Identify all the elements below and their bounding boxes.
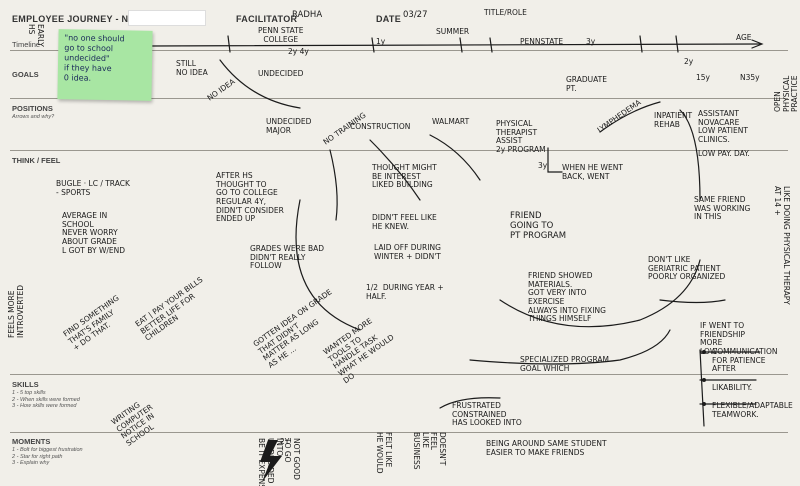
timeline-pennstate: PENNSTATE [520,37,564,46]
moment-felt-like: FELT LIKE HE WOULD [375,432,393,474]
goal-15y: 15y [696,73,710,82]
position-arrow-7 [679,109,701,201]
row-label-goals: GOALS [12,70,39,79]
position-arrow-3 [369,139,421,201]
moment-2y: 2Y [280,437,290,446]
position-pt-assist: PHYSICAL THERAPIST ASSIST 2y PROGRAM [496,119,546,154]
position-arrow-4 [429,134,481,181]
skill-flexible: FLEXIBLE/ADAPTABLE TEAMWORK. [712,401,793,419]
goal-open-physical: OPEN PHYSICAL PRACTICE [773,75,800,112]
position-walmart: WALMART [432,117,470,126]
row-label-timeline: Timeline [12,40,41,49]
position-inpatient: INPATIENT REHAB [654,111,693,129]
goal-2y: 2y [684,57,694,66]
skill-likability: LIKABILITY. [712,383,753,392]
positions-divider [10,150,788,151]
think-feels-more: FEELS MORE INTROVERTED [7,284,25,338]
timeline-age: AGE [736,33,752,42]
think-specialized: SPECIALIZED PROGRAM GOAL WHICH [520,355,609,373]
position-arrow-2 [329,149,338,221]
moment-bolt-icon [260,440,282,482]
think-if-went: IF WENT TO FRIENDSHIP MORE LOW [700,321,745,356]
think-grades: GRADES WERE BAD DIDN'T REALLY FOLLOW [250,244,325,271]
position-arrow-1 [219,59,301,109]
timeline-penn-state-college: PENN STATE COLLEGE [258,26,304,44]
name-redaction [128,10,206,26]
think-during-year: 1/2 DURING YEAR + HALF. [366,283,444,301]
skill-communication: COMMUNICATION FOR PATIENCE AFTER [712,347,778,374]
header-title: EMPLOYEE JOURNEY - NAME [12,14,150,24]
think-laid-off: LAID OFF DURING WINTER + DIDN'T [374,243,441,261]
position-undecided-major: UNDECIDED MAJOR [266,117,312,135]
think-friend: FRIEND GOING TO PT PROGRAM [510,211,567,241]
goal-graduate-pt: GRADUATE PT. [566,75,607,93]
position-arrow-6 [599,101,661,133]
think-when-he-went: WHEN HE WENT BACK, WENT [562,163,623,181]
sticky-note-text: "no one should go to school undecided" i… [63,33,125,83]
timeline-1y: 1y [376,37,386,46]
row-sub-moments: 1 - Bolt for biggest frustration 2 - Sta… [12,447,83,467]
position-arrow-5 [547,147,563,173]
sticky-note: "no one should go to school undecided" i… [57,29,153,101]
think-like-doing: LIKE DOING PHYSICAL THERAPY AT 14 + [773,186,791,305]
goal-still-no-idea: STILL NO IDEA [176,59,208,77]
think-same-friend: SAME FRIEND WAS WORKING IN THIS [694,195,751,222]
position-assistant: ASSISTANT NOVACARE LOW PATIENT CLINICS. [698,109,748,144]
timeline-early-hs: EARLY HS [27,24,45,47]
row-label-think: THINK / FEEL [12,156,61,165]
timeline-3y: 3y [586,37,596,46]
row-sub-skills: 1 - 5 top skills 2 - When skills were fo… [12,390,80,410]
moment-being-around: BEING AROUND SAME STUDENT EASIER TO MAKE… [486,439,607,457]
position-low-pay: LOW PAY. DAY. [698,149,750,158]
skills-divider [10,432,788,433]
curve-arrow-2 [469,329,671,365]
skills-line [699,349,705,427]
facilitator-label: FACILITATOR [236,14,298,24]
row-label-positions: POSITIONS [12,104,53,113]
row-label-skills: SKILLS [12,380,39,389]
think-divider [10,374,788,375]
moment-not-good: NOT GOOD TO GO INTO UNDECIDED BE IT EXPE… [257,438,302,486]
skills-curve [439,397,501,409]
position-3y: 3y [538,161,548,170]
timeline-arrow-line [149,43,761,47]
date-label: DATE [376,14,402,24]
timeline-2y-4y: 2y 4y [288,47,309,56]
think-friend-showed: FRIEND SHOWED MATERIALS. GOT VERY INTO E… [528,271,606,324]
timeline-summer: SUMMER [436,27,470,36]
timeline-arrowhead [751,39,764,49]
row-label-moments: MOMENTS [12,437,51,446]
think-after-hs: AFTER HS THOUGHT TO GO TO COLLEGE REGULA… [216,171,284,224]
goal-n35y: N35y [740,73,760,82]
facilitator-value: RADHA [292,10,323,20]
moment-doesnt-feel: DOESN'T FEEL LIKE BUSINESS [412,432,447,470]
skill-frustrated: FRUSTRATED CONSTRAINED HAS LOOKED INTO [452,401,522,428]
goals-divider [10,98,788,99]
think-average: AVERAGE IN SCHOOL NEVER WORRY ABOUT GRAD… [62,211,126,255]
date-value: 03/27 [403,10,428,20]
think-bugle-track: BUGLE · LC / TRACK - SPORTS [56,179,130,197]
think-thought-might: THOUGHT MIGHT BE INTEREST LIKED BUILDING [372,163,437,190]
timeline-divider [10,50,788,51]
think-dont-like: DON'T LIKE GERIATRIC PATIENT POORLY ORGA… [648,255,726,282]
row-sub-positions: Arrows and why? [12,114,55,120]
goal-undecided: UNDECIDED [258,69,304,78]
title-role-label: TITLE/ROLE [484,8,527,17]
think-didnt-feel: DIDN'T FEEL LIKE HE KNEW. [372,213,437,231]
position-construction: CONSTRUCTION [350,122,411,131]
curve-arrow [499,259,701,328]
